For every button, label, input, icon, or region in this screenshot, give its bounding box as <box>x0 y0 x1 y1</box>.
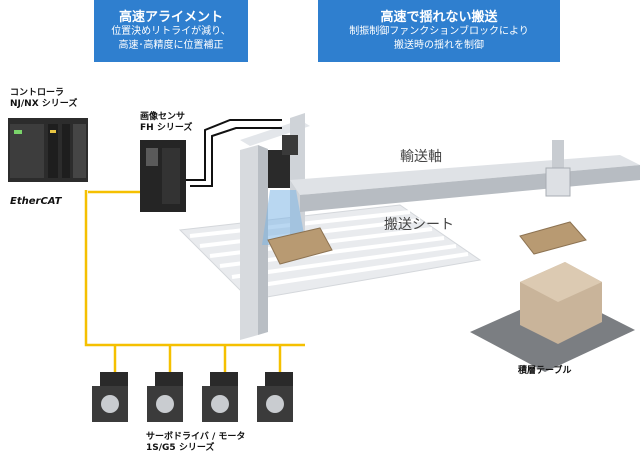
servo-label-line2: 1S/G5 シリーズ <box>146 443 215 453</box>
vision-label-line1: 画像センサ <box>140 112 186 122</box>
servo-motor <box>257 372 293 422</box>
controller-label-line2: NJ/NX シリーズ <box>10 99 78 109</box>
workpiece-sheet <box>267 227 333 265</box>
servo-motor <box>202 372 238 422</box>
camera-cable <box>186 119 282 187</box>
ethercat-cable <box>84 190 305 372</box>
axis-label: 輸送軸 <box>400 149 442 165</box>
controller-label-line1: コントローラ <box>10 88 65 98</box>
alignment-title: 高速アライメント <box>118 10 223 25</box>
alignment-line2: 高速･高精度に位置補正 <box>118 40 224 51</box>
transfer-axis-rail <box>290 155 640 212</box>
stacking-table <box>470 262 635 372</box>
transfer-title: 高速で揺れない搬送 <box>380 10 498 25</box>
vision-label: 画像センサ FH シリーズ <box>140 112 192 134</box>
transfer-line2: 搬送時の揺れを制御 <box>394 40 484 51</box>
transfer-line1: 制振制御ファンクションブロックにより <box>349 26 529 37</box>
transfer-banner: 高速で揺れない搬送 制振制御ファンクションブロックにより 搬送時の揺れを制御 <box>318 0 560 62</box>
controller-label: コントローラ NJ/NX シリーズ <box>10 88 77 110</box>
camera-head <box>262 135 306 245</box>
right-carriage <box>519 140 587 255</box>
servo-motor <box>92 372 128 422</box>
vision-sensor <box>140 140 186 212</box>
vision-label-line2: FH シリーズ <box>140 123 193 133</box>
servo-motor <box>147 372 183 422</box>
alignment-banner: 高速アライメント 位置決めリトライが減り、 高速･高精度に位置補正 <box>94 0 248 62</box>
ethercat-logo: EtherCAT <box>10 196 62 207</box>
table-label: 積層テーブル <box>518 366 572 376</box>
sheet-label: 搬送シート <box>384 217 454 233</box>
servo-label-line1: サーボドライバ / モータ <box>146 432 246 442</box>
alignment-line1: 位置決めリトライが減り、 <box>111 26 231 37</box>
servo-label: サーボドライバ / モータ 1S/G5 シリーズ <box>146 432 245 454</box>
controller-unit <box>8 118 88 182</box>
